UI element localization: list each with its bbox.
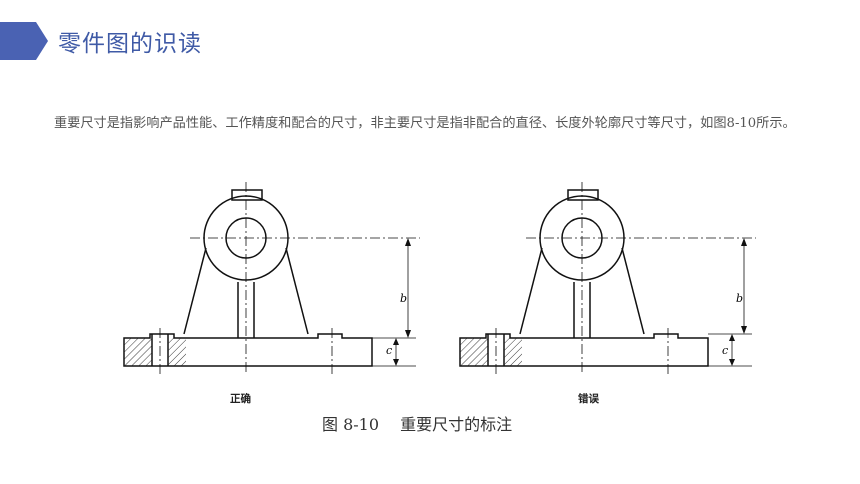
- body-paragraph: 重要尺寸是指影响产品性能、工作精度和配合的尺寸，非主要尺寸是指非配合的直径、长度…: [54, 116, 796, 131]
- right-bearing-drawing: [459, 189, 709, 367]
- left-center-lines: [159, 182, 420, 374]
- left-dim-c-label: c: [386, 344, 392, 357]
- right-dim-c-label: c: [722, 344, 728, 357]
- left-dimensions: [372, 238, 416, 367]
- left-dim-b-label: b: [400, 292, 407, 305]
- left-bearing-drawing: [123, 189, 373, 367]
- wrong-label: 错误: [578, 393, 599, 405]
- right-center-lines: [495, 182, 756, 374]
- page-title: 零件图的识读: [58, 31, 202, 57]
- right-dimensions: [708, 238, 752, 367]
- header-tab-shape: [0, 22, 48, 60]
- right-dim-b-label: b: [736, 292, 743, 305]
- dimension-drawing: b c: [123, 182, 756, 374]
- figure-caption: 图 8-10 重要尺寸的标注: [322, 415, 513, 434]
- correct-label: 正确: [230, 393, 251, 405]
